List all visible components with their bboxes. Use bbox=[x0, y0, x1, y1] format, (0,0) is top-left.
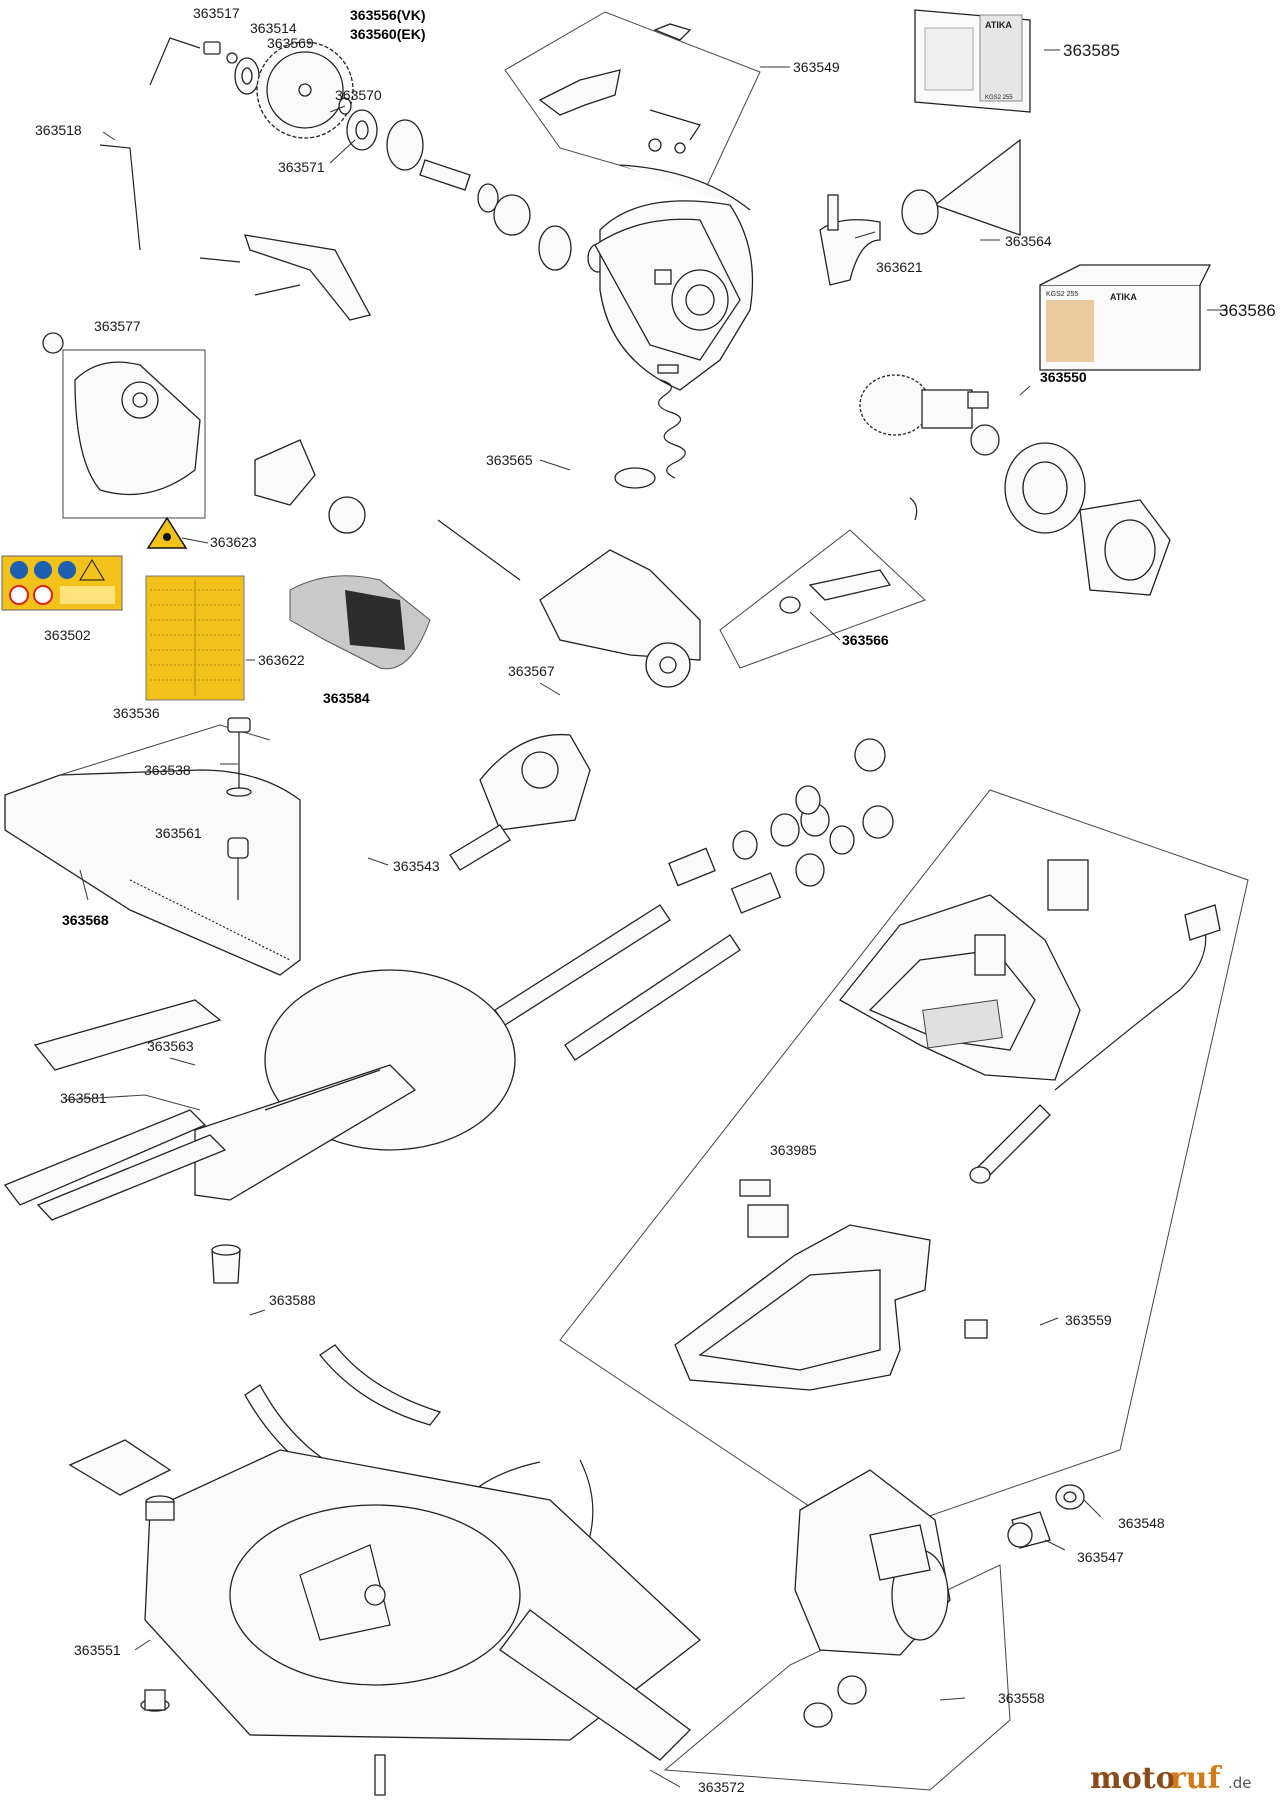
manual-model-text: KGS2 255 bbox=[985, 95, 1013, 101]
handle-lower-shell bbox=[674, 1224, 931, 1391]
strain-relief bbox=[969, 1104, 1051, 1184]
callout-363572: 363572 bbox=[698, 1779, 745, 1795]
extension-rails-363581 bbox=[3, 1094, 227, 1221]
clamp-knob-363538 bbox=[226, 717, 252, 797]
pivot-assembly bbox=[449, 733, 591, 871]
callout-363549: 363549 bbox=[793, 59, 840, 75]
callout-363551: 363551 bbox=[74, 1642, 121, 1658]
box-model-text: KGS2 255 bbox=[1046, 291, 1078, 298]
callout-363517: 363517 bbox=[193, 5, 240, 21]
callout-363565: 363565 bbox=[486, 452, 533, 468]
dust-bag-363584 bbox=[289, 575, 431, 670]
callout-363571: 363571 bbox=[278, 159, 325, 175]
frame-363558 bbox=[663, 1564, 1011, 1791]
blade-spanner bbox=[199, 234, 371, 321]
hex-key-363517 bbox=[149, 37, 221, 86]
callout-363566: 363566 bbox=[842, 632, 889, 648]
saw-blade-363556 bbox=[256, 41, 354, 139]
cord-plug bbox=[1054, 904, 1221, 1091]
callout-363567: 363567 bbox=[508, 663, 555, 679]
base bbox=[68, 1439, 702, 1796]
callout-363622: 363622 bbox=[258, 652, 305, 668]
laser-warning-label-363623 bbox=[146, 516, 188, 549]
motor-cover-363564 bbox=[901, 138, 1021, 236]
knob-363561 bbox=[227, 837, 249, 900]
callout-363570: 363570 bbox=[335, 87, 382, 103]
foot-363551 bbox=[145, 1495, 175, 1521]
flange-363571 bbox=[346, 109, 378, 151]
arm-bracket bbox=[437, 519, 701, 688]
handle-363621 bbox=[819, 194, 881, 286]
leader-lines bbox=[79, 49, 1228, 1788]
frame-363566 bbox=[719, 529, 926, 669]
guard-plate bbox=[254, 439, 366, 534]
frame-363549 bbox=[504, 11, 761, 191]
watermark-part2: ruf bbox=[1170, 1761, 1223, 1796]
box-brand-text: ATIKA bbox=[1110, 292, 1137, 302]
handle-upper-shell bbox=[839, 859, 1089, 1081]
watermark-suffix: .de bbox=[1228, 1774, 1252, 1792]
fence-363568 bbox=[4, 724, 301, 976]
brush-holder-363550 bbox=[909, 391, 989, 521]
callout-363563: 363563 bbox=[147, 1038, 194, 1054]
turntable bbox=[33, 969, 516, 1201]
callout-363538: 363538 bbox=[144, 762, 191, 778]
watermark-part1: moto bbox=[1090, 1761, 1176, 1796]
callout-363536: 363536 bbox=[113, 705, 160, 721]
callout-363560: 363560(EK) bbox=[350, 26, 426, 42]
bumper-363588 bbox=[211, 1244, 241, 1284]
return-spring bbox=[614, 364, 686, 489]
warning-text-label-363622 bbox=[145, 575, 245, 701]
switch-363985 bbox=[739, 1179, 789, 1238]
manual-363585: ATIKA KGS2 255 bbox=[914, 9, 1031, 113]
callout-363585: 363585 bbox=[1063, 41, 1120, 60]
box-363586: ATIKA KGS2 255 bbox=[1039, 264, 1212, 371]
callout-363621: 363621 bbox=[876, 259, 923, 275]
callout-363547: 363547 bbox=[1077, 1549, 1124, 1565]
brush-cap-363547 bbox=[1007, 1511, 1051, 1549]
callout-363518: 363518 bbox=[35, 122, 82, 138]
callout-363569: 363569 bbox=[267, 35, 314, 51]
armature bbox=[859, 374, 1171, 596]
callout-363588: 363588 bbox=[269, 1292, 316, 1308]
slide-rails bbox=[494, 738, 894, 1061]
spindle-shaft bbox=[386, 119, 609, 273]
callout-363514: 363514 bbox=[250, 20, 297, 36]
hex-key-363518 bbox=[99, 144, 141, 251]
capacitor bbox=[964, 1319, 988, 1339]
callout-363584: 363584 bbox=[323, 690, 370, 706]
callout-363559: 363559 bbox=[1065, 1312, 1112, 1328]
frame-363577 bbox=[42, 332, 206, 519]
callout-363564: 363564 bbox=[1005, 233, 1052, 249]
callout-363568: 363568 bbox=[62, 912, 109, 928]
frame-363559 bbox=[559, 789, 1249, 1541]
callout-363586: 363586 bbox=[1219, 301, 1276, 320]
callout-363623: 363623 bbox=[210, 534, 257, 550]
callout-363548: 363548 bbox=[1118, 1515, 1165, 1531]
callout-363577: 363577 bbox=[94, 318, 141, 334]
motoruf-watermark: moto ruf .de bbox=[1090, 1761, 1252, 1796]
callout-363558: 363558 bbox=[998, 1690, 1045, 1706]
callout-363543: 363543 bbox=[393, 858, 440, 874]
callout-363556: 363556(VK) bbox=[350, 7, 426, 23]
motor-housing-363558 bbox=[794, 1469, 951, 1728]
safety-label-363502 bbox=[1, 555, 123, 611]
callout-363581: 363581 bbox=[60, 1090, 107, 1106]
brush-cap-363548 bbox=[1055, 1484, 1085, 1510]
upper-blade-guard bbox=[594, 164, 754, 391]
callout-363561: 363561 bbox=[155, 825, 202, 841]
washer-363514 bbox=[226, 52, 238, 64]
flange-363569 bbox=[234, 57, 260, 95]
callout-363985: 363985 bbox=[770, 1142, 817, 1158]
manual-brand-text: ATIKA bbox=[985, 20, 1012, 30]
callout-363550: 363550 bbox=[1040, 369, 1087, 385]
callout-363502: 363502 bbox=[44, 627, 91, 643]
